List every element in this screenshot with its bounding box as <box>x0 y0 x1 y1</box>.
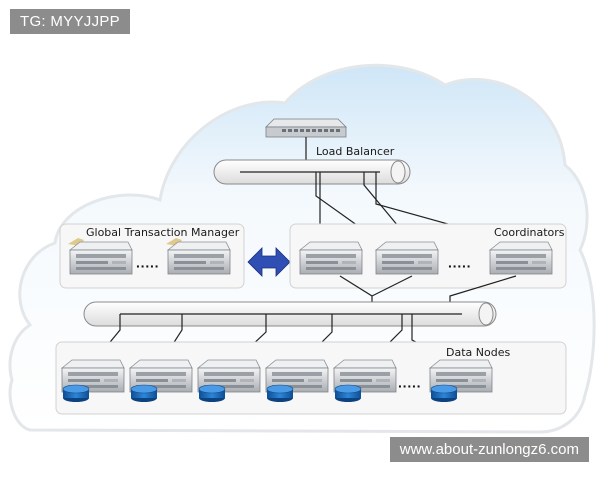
bottom-network-bus <box>83 301 497 327</box>
coordinator-server-icon <box>299 241 363 275</box>
ellipsis-icon: ····· <box>398 378 421 394</box>
gtm-label: Global Transaction Manager <box>86 226 240 239</box>
coordinator-server-icon <box>489 241 553 275</box>
coordinator-server-icon <box>375 241 439 275</box>
data-nodes-label: Data Nodes <box>446 346 511 359</box>
ellipsis-icon: ····· <box>448 258 471 274</box>
top-network-bus <box>213 159 411 185</box>
watermark-top-left: TG: MYYJJPP <box>10 9 130 34</box>
gtm-server-icon <box>166 238 231 275</box>
load-balancer-label: Load Balancer <box>316 145 395 158</box>
watermark-url: www.about-zunlongz6.com <box>389 437 589 462</box>
coordinators-label: Coordinators <box>494 226 565 239</box>
ellipsis-icon: ····· <box>136 258 159 274</box>
network-switch-icon <box>265 118 347 138</box>
gtm-server-icon <box>68 238 133 275</box>
